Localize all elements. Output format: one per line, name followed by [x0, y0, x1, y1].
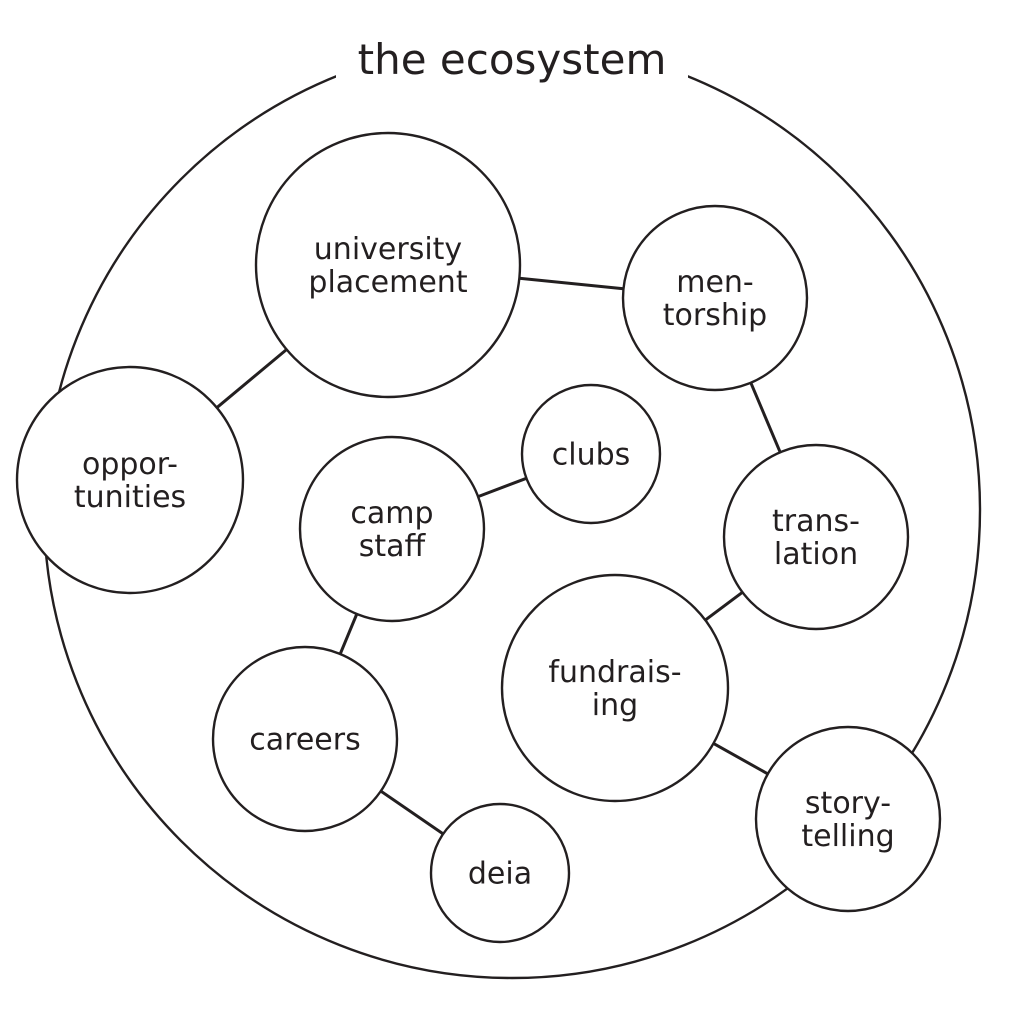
node-circle-fundraising	[500, 573, 730, 803]
node-label-translation-line-2: lation	[774, 537, 858, 572]
edge-careers-deia	[379, 789, 444, 836]
node-circle-camp-staff	[298, 435, 486, 623]
node-circle-clubs	[520, 383, 662, 525]
edge-fundraising-storytelling	[712, 742, 769, 776]
edge-clubs-camp-staff	[477, 476, 527, 499]
title-gap	[336, 20, 688, 104]
node-fundraising: fundrais-ing	[500, 573, 730, 803]
node-label-opportunities-line-2: tunities	[74, 480, 186, 515]
node-circle-university-placement	[254, 131, 522, 399]
node-circle-mentorship	[621, 204, 809, 392]
diagram-title: the ecosystem	[358, 35, 667, 84]
edge-translation-fundraising	[704, 591, 744, 622]
node-opportunities: oppor-tunities	[15, 365, 245, 595]
node-label-camp-staff-line-2: staff	[359, 529, 427, 564]
edge-university-placement-opportunities	[215, 348, 288, 409]
node-label-careers-line-1: careers	[249, 723, 360, 758]
node-label-mentorship-line-1: men-	[676, 265, 754, 300]
node-deia: deia	[429, 802, 571, 944]
node-label-translation-line-1: trans-	[772, 504, 860, 539]
node-label-fundraising-line-2: ing	[592, 688, 638, 723]
node-label-clubs-line-1: clubs	[552, 438, 631, 473]
node-translation: trans-lation	[722, 443, 910, 631]
node-label-university-placement-line-1: university	[314, 232, 462, 267]
node-circle-careers	[211, 645, 399, 833]
node-label-mentorship-line-2: torship	[663, 298, 767, 333]
node-circle-deia	[429, 802, 571, 944]
node-circle-storytelling	[754, 725, 942, 913]
node-mentorship: men-torship	[621, 204, 809, 392]
node-label-deia-line-1: deia	[468, 857, 532, 892]
edge-mentorship-translation	[749, 382, 782, 453]
node-label-fundraising-line-1: fundrais-	[548, 655, 681, 690]
node-label-storytelling-line-1: story-	[805, 786, 891, 821]
node-label-camp-staff-line-1: camp	[350, 496, 433, 531]
node-circle-translation	[722, 443, 910, 631]
node-clubs: clubs	[520, 383, 662, 525]
node-circle-opportunities	[15, 365, 245, 595]
node-label-university-placement-line-2: placement	[308, 265, 467, 300]
node-label-storytelling-line-2: telling	[801, 819, 894, 854]
node-careers: careers	[211, 645, 399, 833]
edges-layer	[215, 276, 782, 836]
node-storytelling: story-telling	[754, 725, 942, 913]
edge-university-placement-mentorship	[519, 276, 624, 291]
node-label-opportunities-line-1: oppor-	[82, 447, 178, 482]
edge-camp-staff-careers	[338, 613, 359, 655]
